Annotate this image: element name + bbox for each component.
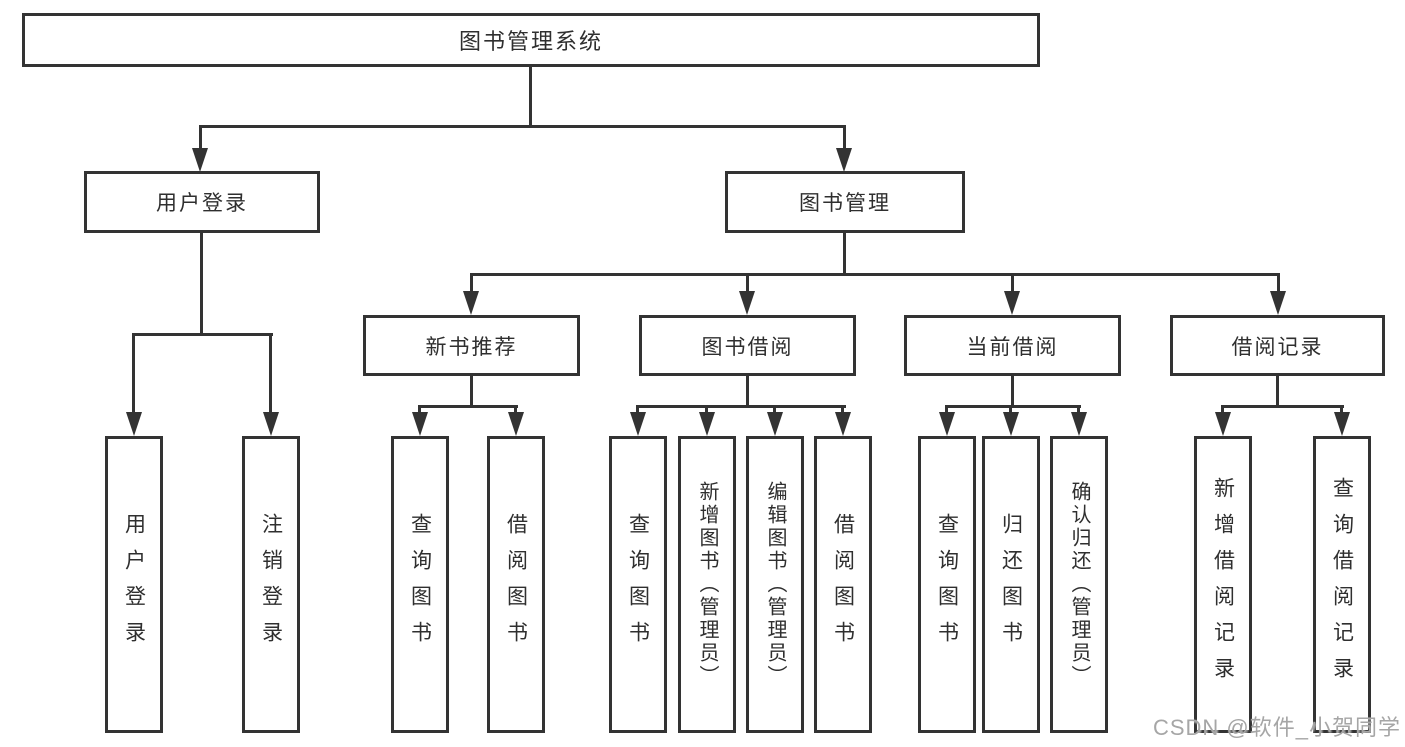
connector-line [470, 273, 473, 293]
arrow-down-icon [1270, 291, 1286, 315]
leaf-query-books-recommend: 查询图书 [391, 436, 449, 733]
leaf-user-login: 用户登录 [105, 436, 163, 733]
arrow-down-icon [767, 412, 783, 436]
node-book-management: 图书管理 [725, 171, 965, 233]
node-root: 图书管理系统 [22, 13, 1040, 67]
connector-line [269, 333, 272, 414]
connector-line [636, 405, 639, 415]
connector-line [636, 405, 846, 408]
connector-line [843, 125, 846, 151]
connector-line [1011, 273, 1014, 293]
node-user-login: 用户登录 [84, 171, 320, 233]
connector-line [470, 375, 473, 407]
connector-line [1077, 405, 1080, 415]
connector-line [470, 273, 1280, 276]
arrow-down-icon [630, 412, 646, 436]
leaf-borrow-books: 借阅图书 [814, 436, 872, 733]
arrow-down-icon [263, 412, 279, 436]
arrow-down-icon [1071, 412, 1087, 436]
connector-line [1277, 273, 1280, 293]
connector-line [199, 125, 202, 151]
leaf-query-borrow-record: 查询借阅记录 [1313, 436, 1371, 733]
connector-line [1221, 405, 1224, 415]
leaf-return-book: 归还图书 [982, 436, 1040, 733]
connector-line [843, 232, 846, 276]
connector-line [1011, 375, 1014, 407]
connector-line [773, 405, 776, 415]
connector-line [514, 405, 517, 415]
connector-line [945, 405, 948, 415]
leaf-query-books-borrow: 查询图书 [609, 436, 667, 733]
connector-line [705, 405, 708, 415]
connector-line [199, 125, 846, 128]
connector-line [200, 232, 203, 335]
connector-line [418, 405, 518, 408]
arrow-down-icon [1215, 412, 1231, 436]
arrow-down-icon [699, 412, 715, 436]
node-current-borrow: 当前借阅 [904, 315, 1121, 376]
arrow-down-icon [126, 412, 142, 436]
connector-line [1221, 405, 1344, 408]
leaf-borrow-books-recommend: 借阅图书 [487, 436, 545, 733]
connector-line [529, 67, 532, 125]
connector-line [746, 273, 749, 293]
arrow-down-icon [939, 412, 955, 436]
connector-line [746, 375, 749, 407]
connector-line [132, 333, 135, 414]
leaf-add-borrow-record: 新增借阅记录 [1194, 436, 1252, 733]
node-borrow-record: 借阅记录 [1170, 315, 1385, 376]
node-book-borrow: 图书借阅 [639, 315, 856, 376]
leaf-confirm-return-admin: 确认归还（管理员） [1050, 436, 1108, 733]
arrow-down-icon [1334, 412, 1350, 436]
arrow-down-icon [463, 291, 479, 315]
leaf-add-book-admin: 新增图书（管理员） [678, 436, 736, 733]
arrow-down-icon [508, 412, 524, 436]
arrow-down-icon [739, 291, 755, 315]
arrow-down-icon [412, 412, 428, 436]
arrow-down-icon [836, 148, 852, 172]
arrow-down-icon [1004, 291, 1020, 315]
connector-line [1009, 405, 1012, 415]
arrow-down-icon [835, 412, 851, 436]
connector-line [418, 405, 421, 415]
leaf-query-books-current: 查询图书 [918, 436, 976, 733]
connector-line [1340, 405, 1343, 415]
connector-line [132, 333, 273, 336]
node-new-book-recommend: 新书推荐 [363, 315, 580, 376]
arrow-down-icon [1003, 412, 1019, 436]
connector-line [945, 405, 1081, 408]
connector-line [1276, 375, 1279, 407]
leaf-edit-book-admin: 编辑图书（管理员） [746, 436, 804, 733]
connector-line [841, 405, 844, 415]
arrow-down-icon [192, 148, 208, 172]
watermark-text: CSDN @软件_小贺同学 [1152, 715, 1401, 740]
leaf-logout: 注销登录 [242, 436, 300, 733]
